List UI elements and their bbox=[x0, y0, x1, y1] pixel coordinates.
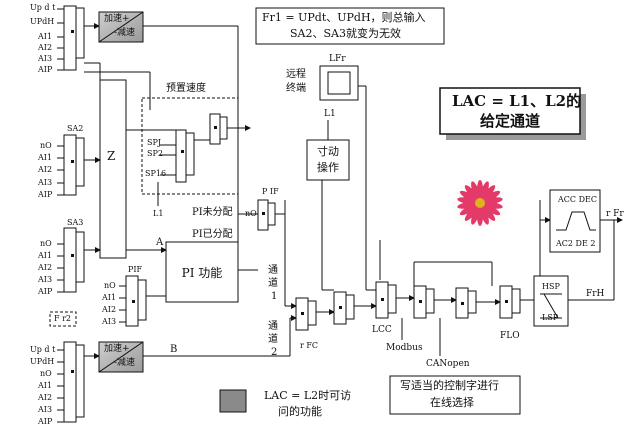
input-label: AI3 bbox=[38, 275, 53, 284]
lfr-label: LFr bbox=[329, 54, 346, 64]
preset-l1: L1 bbox=[153, 209, 164, 218]
manual-line2: 操作 bbox=[317, 161, 339, 174]
input-label: AIP bbox=[38, 417, 53, 426]
input-label: AI2 bbox=[38, 393, 53, 402]
input-label: AIP bbox=[38, 65, 53, 74]
input-label: AI2 bbox=[38, 165, 53, 174]
channel2: 2 bbox=[271, 347, 278, 358]
title-box bbox=[439, 87, 581, 135]
bottom-note-box bbox=[389, 375, 521, 415]
acc-bottom-line2: -减速 bbox=[114, 358, 136, 368]
switch-markers bbox=[71, 30, 508, 373]
input-label: Up d t bbox=[30, 3, 56, 12]
l1-label: L1 bbox=[324, 109, 336, 119]
channel2: 道 bbox=[268, 334, 278, 345]
flo-label: FLO bbox=[500, 331, 520, 341]
channel1: 通 bbox=[268, 265, 278, 276]
pi-unassigned: PI未分配 bbox=[192, 207, 233, 218]
rfr-label: r Fr bbox=[606, 209, 624, 219]
lsp-label: LSP bbox=[542, 313, 559, 322]
preset-input: SP2 bbox=[147, 149, 163, 158]
bottom-note-line2: 在线选择 bbox=[430, 396, 474, 409]
pif-left-label: PIF bbox=[128, 265, 143, 274]
input-label: AI1 bbox=[38, 153, 53, 162]
input-label: Up d t bbox=[30, 345, 56, 354]
sa3-label: SA3 bbox=[67, 218, 84, 227]
rfc-label: r FC bbox=[300, 341, 319, 350]
channel1: 道 bbox=[268, 278, 278, 289]
remote-line2: 终端 bbox=[286, 83, 306, 94]
legend-line1: LAC = L2时可访 bbox=[264, 389, 352, 402]
preset-input: SPJ bbox=[147, 138, 162, 147]
pi-function-block bbox=[165, 241, 239, 303]
pif-top-no: nO bbox=[245, 209, 257, 218]
input-label: UPdH bbox=[30, 357, 55, 366]
node-b: B bbox=[170, 344, 178, 355]
ramp-bottom: AC2 DE 2 bbox=[556, 239, 596, 248]
title-line1: LAC = L1、L2的 bbox=[452, 92, 582, 110]
fr1-note-line2: SA2、SA3就变为无效 bbox=[290, 27, 401, 40]
acc-top-line2: -减速 bbox=[114, 28, 136, 38]
modbus-label: Modbus bbox=[386, 343, 423, 353]
input-label: AI2 bbox=[38, 263, 53, 272]
bottom-note-line1: 写适当的控制字进行 bbox=[400, 379, 499, 392]
title-line2: 给定通道 bbox=[480, 112, 541, 130]
sa2-label: SA2 bbox=[67, 124, 84, 133]
hsp-label: HSP bbox=[542, 282, 560, 291]
input-label: UPdH bbox=[30, 17, 55, 26]
preset-input: SP16 bbox=[145, 169, 167, 178]
input-label: AI2 bbox=[102, 305, 117, 314]
z-label: Z bbox=[107, 149, 116, 163]
input-label: AI1 bbox=[38, 251, 53, 260]
acc-bottom-line1: 加速+ bbox=[104, 344, 130, 354]
pi-assigned: PI已分配 bbox=[192, 229, 233, 240]
fr1-note-line1: Fr1 = UPdt、UPdH，则总输入 bbox=[262, 11, 426, 24]
ramp-top: ACC DEC bbox=[558, 195, 597, 204]
input-label: AI3 bbox=[38, 54, 53, 63]
preset-title: 预置速度 bbox=[166, 83, 206, 94]
legend-swatch bbox=[219, 389, 247, 413]
input-label: AI1 bbox=[38, 381, 53, 390]
top-selector-switch bbox=[63, 5, 77, 71]
flower-petal bbox=[471, 181, 481, 203]
channel2: 通 bbox=[268, 321, 278, 332]
channel1: 1 bbox=[271, 291, 278, 302]
fr1-note-box bbox=[255, 7, 445, 45]
input-label: AI1 bbox=[38, 32, 53, 41]
input-label: AI3 bbox=[38, 178, 53, 187]
remote-line1: 远程 bbox=[286, 69, 306, 80]
legend-line2: 问的功能 bbox=[278, 405, 322, 418]
node-a: A bbox=[156, 237, 164, 248]
canopen-label: CANopen bbox=[426, 359, 470, 369]
pif-top-label: P IF bbox=[262, 187, 279, 196]
input-label: AIP bbox=[38, 190, 53, 199]
acc-top-line1: 加速+ bbox=[104, 14, 130, 24]
input-label: AIP bbox=[38, 287, 53, 296]
pi-function-label: PI 功能 bbox=[181, 265, 223, 280]
fr2-label: F r2 bbox=[54, 314, 72, 323]
input-label: nO bbox=[40, 369, 52, 378]
input-label: nO bbox=[104, 281, 116, 290]
frh-label: FrH bbox=[586, 289, 605, 299]
flower-image bbox=[448, 176, 510, 232]
ramp-box bbox=[549, 189, 601, 253]
input-label: nO bbox=[40, 141, 52, 150]
input-label: AI3 bbox=[102, 317, 117, 326]
z-selector-block bbox=[99, 79, 127, 259]
lcc-label: LCC bbox=[372, 325, 392, 335]
input-label: nO bbox=[40, 239, 52, 248]
input-label: AI3 bbox=[38, 405, 53, 414]
manual-line1: 寸动 bbox=[317, 145, 339, 158]
input-label: AI1 bbox=[102, 293, 117, 302]
input-label: AI2 bbox=[38, 43, 53, 52]
flower-center bbox=[475, 198, 485, 208]
manual-op-box bbox=[306, 139, 350, 181]
